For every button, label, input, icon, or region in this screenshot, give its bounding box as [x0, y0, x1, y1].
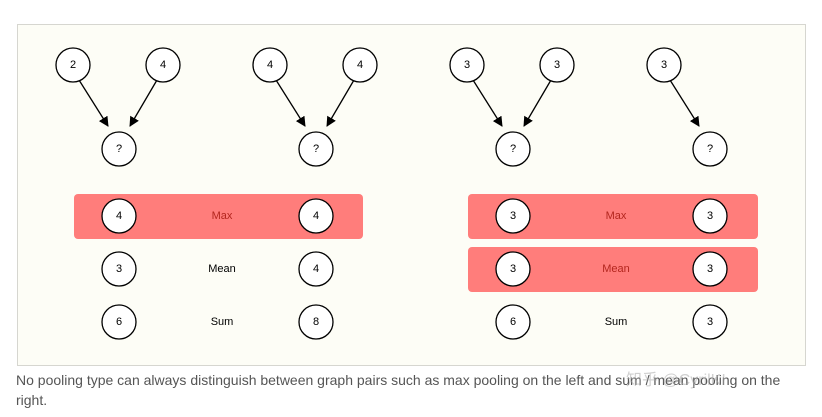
left-max-label: Max — [212, 210, 233, 222]
node-value: 3 — [554, 59, 560, 71]
right-sum-b-value: 3 — [707, 316, 713, 328]
pooling-diagram: 2 4 4 4 3 3 3 ? — [55, 47, 758, 340]
right-row-max: 3 Max 3 — [495, 198, 728, 234]
right-max-label: Max — [606, 210, 627, 222]
arrow-b2 — [326, 79, 355, 127]
arrow-a1 — [78, 79, 109, 127]
unknown-label: ? — [510, 143, 516, 155]
right-mean-a-value: 3 — [510, 263, 516, 275]
right-sum-label: Sum — [605, 316, 628, 328]
left-sum-b-value: 8 — [313, 316, 319, 328]
right-max-b-value: 3 — [707, 210, 713, 222]
unknown-label: ? — [707, 143, 713, 155]
figure-caption: No pooling type can always distinguish b… — [16, 372, 781, 408]
right-row-mean: 3 Mean 3 — [495, 251, 728, 287]
graph-a-target-node: ? — [101, 131, 137, 167]
graph-c-node-2: 3 — [539, 47, 575, 83]
left-max-b-value: 4 — [313, 210, 319, 222]
watermark: 知乎 @CyrilKI — [626, 372, 726, 389]
right-mean-label: Mean — [602, 263, 630, 275]
left-mean-label: Mean — [208, 263, 236, 275]
graph-d-node-1: 3 — [646, 47, 682, 83]
left-max-highlight — [74, 194, 363, 239]
left-max-a-value: 4 — [116, 210, 122, 222]
right-sum-a-value: 6 — [510, 316, 516, 328]
arrow-a2 — [129, 79, 158, 127]
graph-b-target-node: ? — [298, 131, 334, 167]
unknown-label: ? — [116, 143, 122, 155]
right-mean-b-value: 3 — [707, 263, 713, 275]
node-value: 4 — [357, 59, 363, 71]
left-mean-a-value: 3 — [116, 263, 122, 275]
node-value: 4 — [160, 59, 166, 71]
node-value: 2 — [70, 59, 76, 71]
arrow-b1 — [275, 79, 306, 127]
left-sum-a-value: 6 — [116, 316, 122, 328]
graph-b-node-1: 4 — [252, 47, 288, 83]
left-sum-label: Sum — [211, 316, 234, 328]
node-value: 3 — [464, 59, 470, 71]
graph-a-node-2: 4 — [145, 47, 181, 83]
left-row-sum: 6 Sum 8 — [101, 304, 334, 340]
left-mean-b-value: 4 — [313, 263, 319, 275]
arrow-c1 — [472, 79, 503, 127]
right-max-a-value: 3 — [510, 210, 516, 222]
arrow-c2 — [523, 79, 552, 127]
graph-a-node-1: 2 — [55, 47, 91, 83]
right-mean-highlight — [468, 247, 758, 292]
unknown-label: ? — [313, 143, 319, 155]
left-row-max: 4 Max 4 — [101, 198, 334, 234]
right-max-highlight — [468, 194, 758, 239]
arrow-d1 — [669, 79, 700, 127]
graph-c-node-1: 3 — [449, 47, 485, 83]
graph-d-target-node: ? — [692, 131, 728, 167]
right-row-sum: 6 Sum 3 — [495, 304, 728, 340]
left-row-mean: 3 Mean 4 — [101, 251, 334, 287]
graph-b-node-2: 4 — [342, 47, 378, 83]
node-value: 4 — [267, 59, 273, 71]
graph-c-target-node: ? — [495, 131, 531, 167]
node-value: 3 — [661, 59, 667, 71]
